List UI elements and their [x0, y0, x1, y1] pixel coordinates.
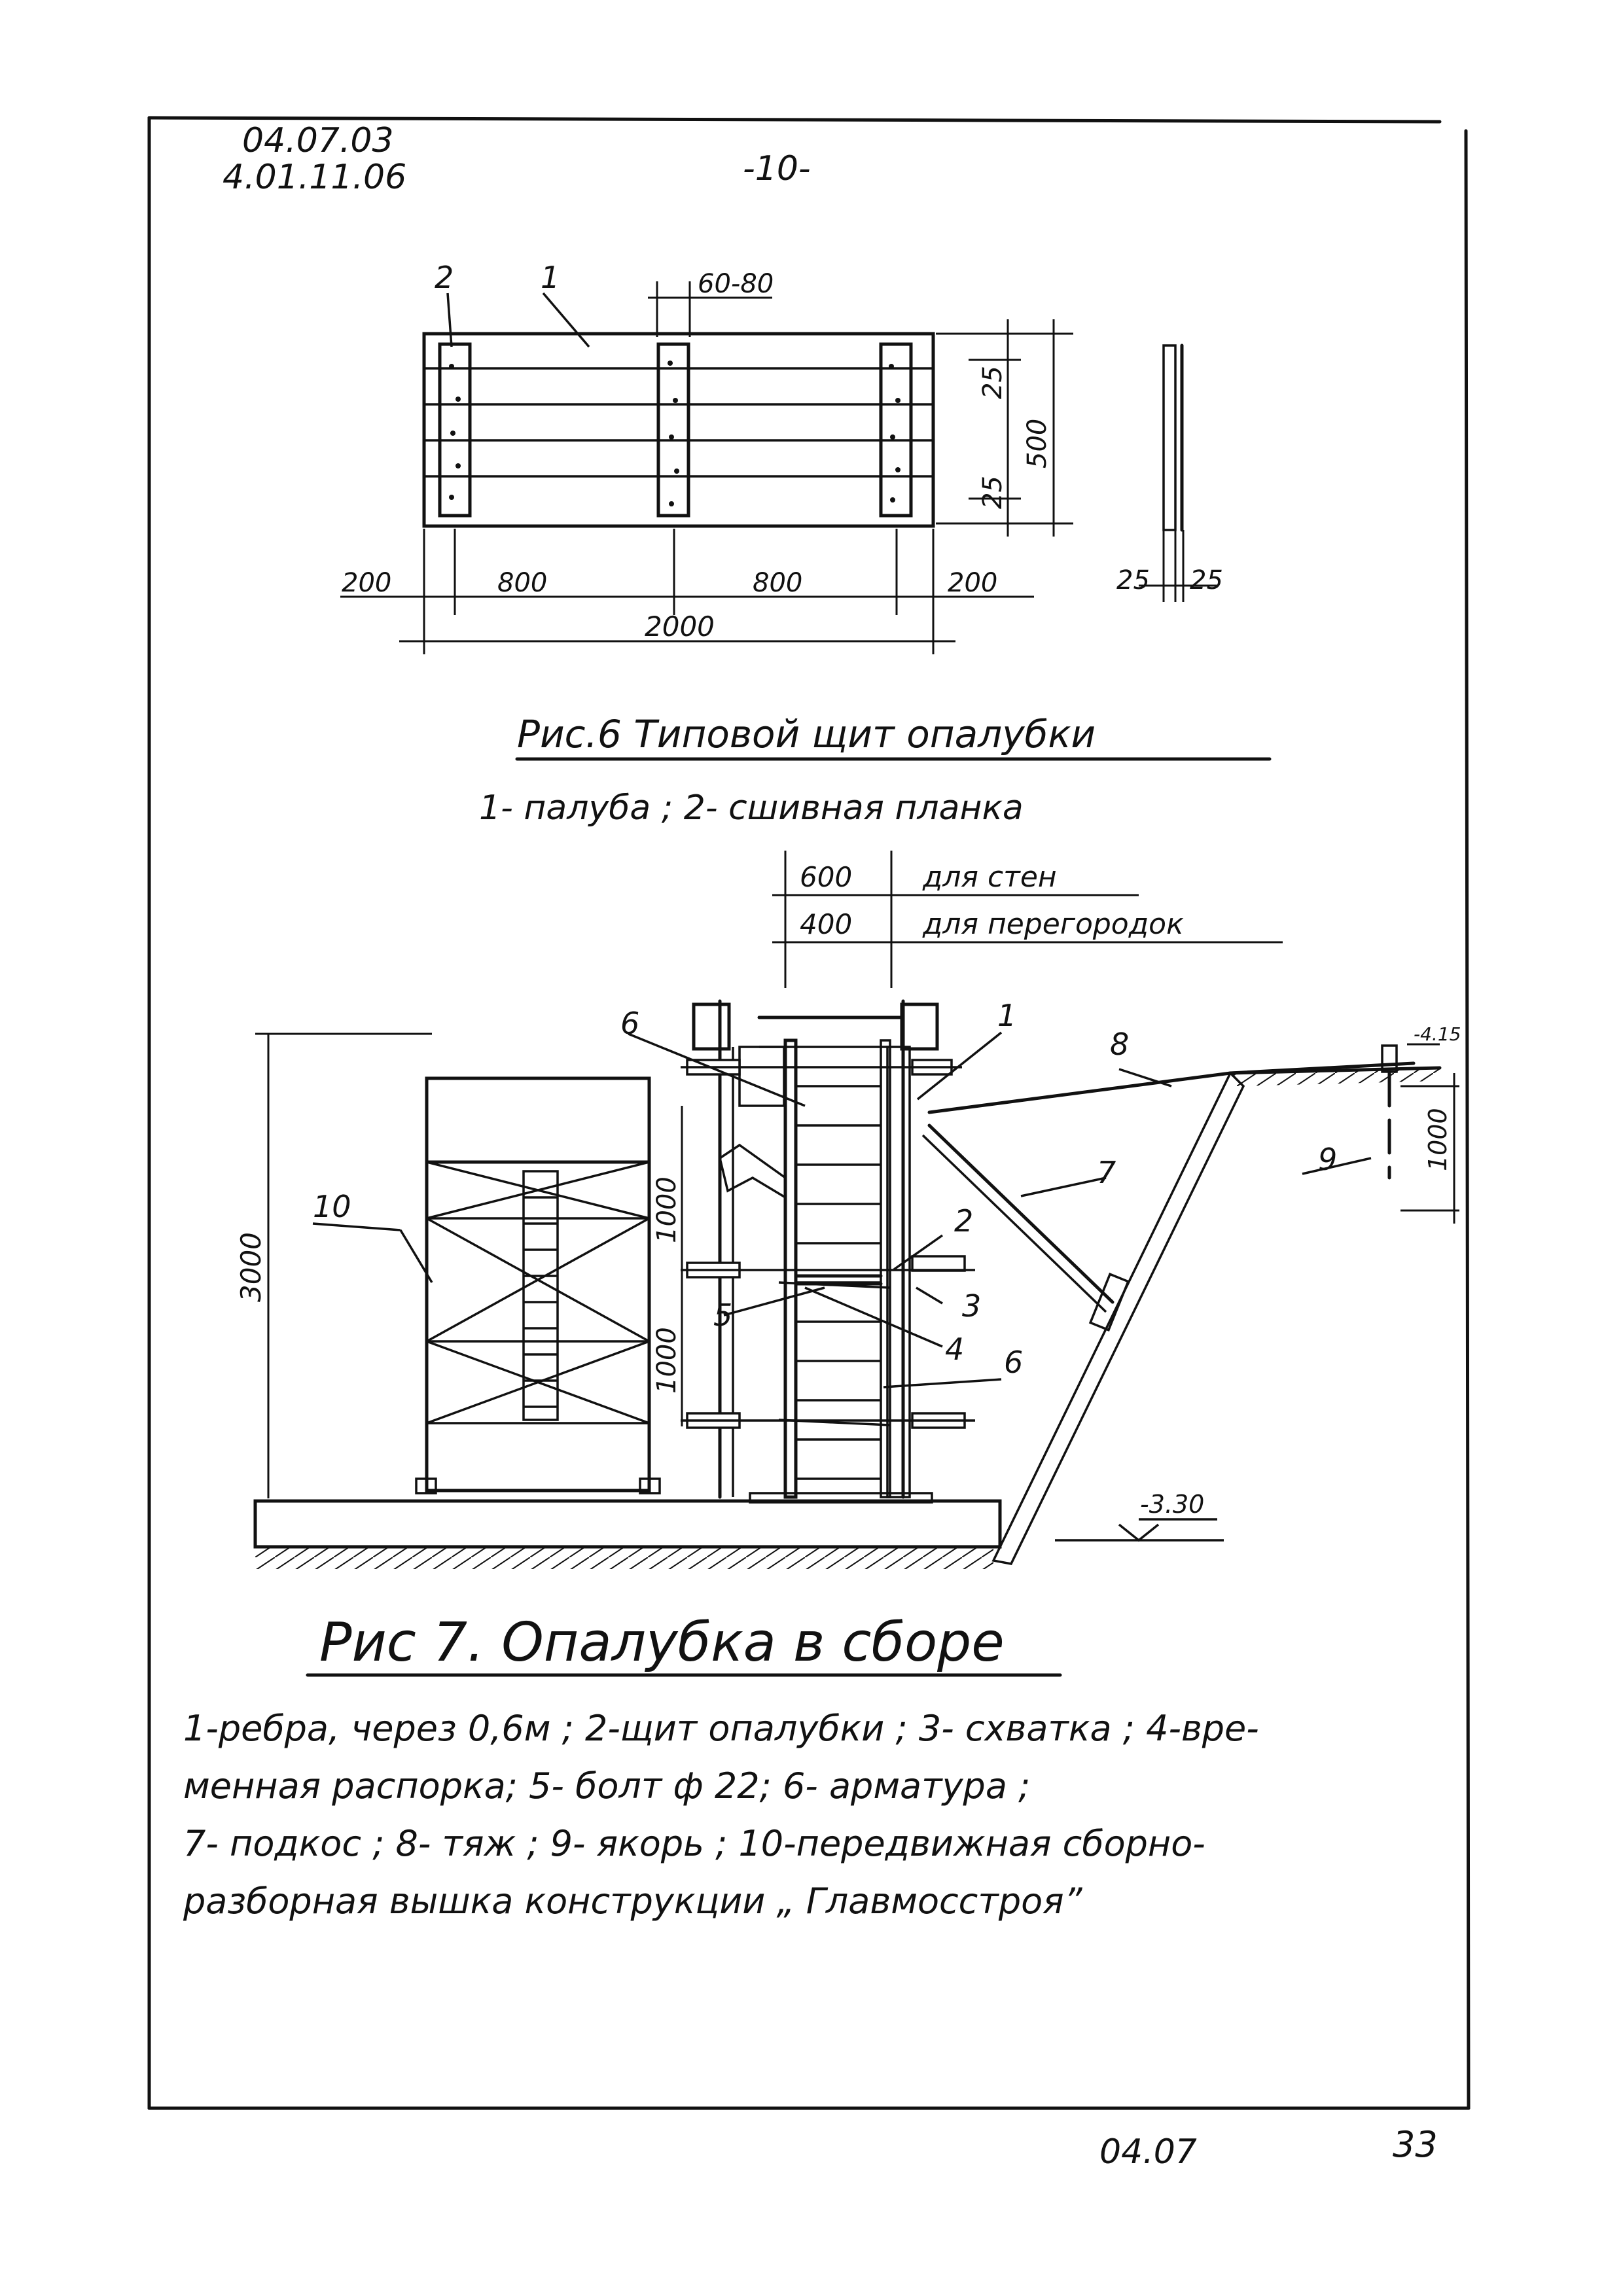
- footer-page: 33: [1393, 2124, 1438, 2165]
- fig7-callout-4: 4: [945, 1332, 964, 1367]
- fig7-dim-600-note: для стен: [922, 860, 1057, 894]
- fig6-horizontal-dims: [340, 529, 1034, 654]
- fig6-panel-front: [422, 332, 935, 528]
- fig7-excavation-slope: [991, 1066, 1442, 1565]
- fig7-dim-height: 3000: [235, 1232, 267, 1302]
- fig7-callout-8: 8: [1110, 1027, 1129, 1062]
- fig6-dim-side-a: 25: [1116, 565, 1150, 595]
- fig7-callout-3: 3: [962, 1288, 981, 1324]
- fig7-callout-6a: 6: [620, 1006, 639, 1041]
- fig7-dim-lower: 1000: [652, 1327, 682, 1394]
- fig6-cleat-right: [879, 342, 913, 518]
- fig6-legend: 1- палуба ; 2- сшивная планка: [479, 788, 1024, 828]
- fig7-callout-9: 9: [1318, 1142, 1337, 1177]
- fig6-dim-right: 200: [948, 568, 997, 598]
- footer-code: 04.07: [1099, 2132, 1197, 2172]
- fig7-legend-line-2: менная распорка; 5- болт ф 22; 6- армату…: [183, 1765, 1030, 1807]
- fig6-dim-side-b: 25: [1190, 565, 1223, 595]
- fig7-legend-line-3: 7- подкос ; 8- тяж ; 9- якорь ; 10-перед…: [183, 1823, 1205, 1864]
- fig7-tower: [415, 1076, 661, 1494]
- fig7-callout-1: 1: [997, 998, 1016, 1033]
- fig7-formwork: [681, 999, 975, 1504]
- fig6-cleat-middle: [656, 342, 690, 518]
- fig6-label-planks: 1: [541, 260, 560, 295]
- fig7-dim-600: 600: [800, 861, 852, 893]
- fig7-callout-2: 2: [954, 1203, 973, 1239]
- fig7-tie-rod: [927, 1071, 1232, 1114]
- fig7-dim-400: 400: [800, 908, 852, 940]
- page-marker: -10-: [743, 149, 811, 188]
- fig7-legend-line-4: разборная вышка конструкции „ Главмосстр…: [183, 1881, 1083, 1922]
- fig7-caption: Рис 7. Опалубка в сборе: [319, 1612, 1005, 1674]
- fig6-dim-height: 500: [1022, 419, 1052, 468]
- fig7-dim-anchor: 1000: [1423, 1108, 1452, 1171]
- fig6-dim-total: 2000: [645, 610, 715, 643]
- fig6-cleat-left: [438, 342, 472, 518]
- fig7-callout-6b: 6: [1004, 1345, 1023, 1380]
- doc-code-bottom: 4.01.11.06: [223, 158, 406, 197]
- fig6-dim-mid2: 800: [753, 568, 802, 598]
- fig7-callout-10: 10: [313, 1189, 351, 1224]
- sheet-frame: [147, 116, 1471, 2110]
- fig7-anchor: [1381, 1044, 1459, 1224]
- fig6-dim-mid1: 800: [497, 568, 547, 598]
- fig7-callout-7: 7: [1097, 1155, 1116, 1190]
- fig6-dim-top-edge: 25: [978, 366, 1008, 399]
- fig6-dim-bottom-edge: 25: [978, 476, 1008, 509]
- fig7-dim-upper: 1000: [652, 1176, 682, 1243]
- fig7-footing: [253, 1499, 1002, 1569]
- fig7-level-top: -4.15: [1414, 1023, 1461, 1045]
- fig6-caption: Рис.6 Типовой щит опалубки: [517, 712, 1096, 756]
- fig6-dim-left: 200: [342, 568, 391, 598]
- fig7-top-dims: [772, 851, 1283, 988]
- fig7-legend-line-1: 1-ребра, через 0,6м ; 2-щит опалубки ; 3…: [183, 1708, 1259, 1749]
- fig7-level-bottom: -3.30: [1140, 1490, 1204, 1519]
- fig6-dim-gap: 60-80: [698, 269, 774, 299]
- fig6-panel-side: [1139, 344, 1217, 602]
- fig7-callout-5: 5: [713, 1298, 732, 1333]
- fig7-dim-400-note: для перегородок: [922, 908, 1184, 941]
- fig7-brace: [927, 1123, 1115, 1304]
- doc-code-top: 04.07.03: [242, 121, 394, 160]
- fig6-vertical-dims: [936, 319, 1073, 537]
- fig6-label-cleat: 2: [435, 260, 454, 295]
